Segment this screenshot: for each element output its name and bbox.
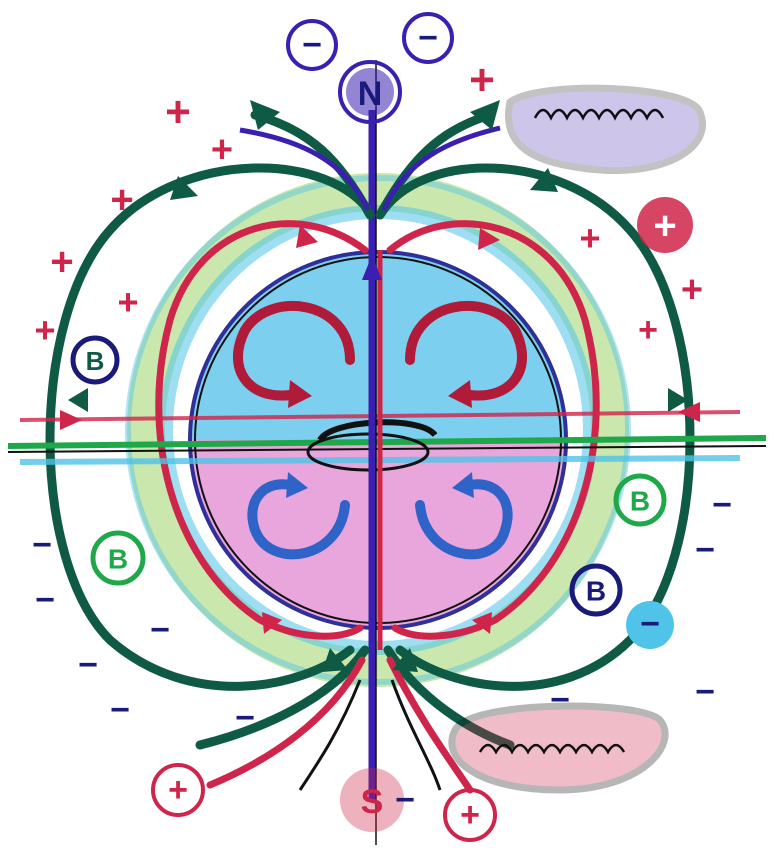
- svg-text:B: B: [108, 544, 128, 575]
- minus-mark: −: [32, 526, 52, 564]
- charge-bottom-left-label: +: [168, 771, 188, 809]
- north-pole-badge: N: [340, 62, 400, 122]
- minus-mark: −: [395, 781, 415, 819]
- plus-mark: +: [50, 240, 73, 284]
- svg-text:B: B: [630, 486, 650, 517]
- plus-mark: +: [681, 269, 703, 311]
- charge-right-badge-label: +: [653, 204, 676, 248]
- minus-mark: −: [150, 611, 170, 649]
- north-pole-label: N: [358, 75, 383, 113]
- b-badge-right-lower: B: [572, 566, 620, 614]
- red-arrow-icon: [60, 410, 82, 430]
- plus-mark: +: [110, 178, 133, 222]
- top-right-coil-pill: [508, 88, 702, 170]
- plus-mark: +: [34, 310, 55, 351]
- field-arrow-icon: [68, 388, 88, 412]
- south-pole-badge: S: [342, 770, 402, 830]
- b-badge-right-upper: B: [616, 476, 664, 524]
- svg-text:B: B: [86, 346, 105, 376]
- plus-mark: +: [469, 56, 495, 105]
- minus-mark: −: [550, 681, 570, 719]
- right-positive-badge: +: [637, 197, 693, 253]
- charge-top-right-label: −: [418, 19, 438, 57]
- minus-mark: −: [695, 673, 715, 711]
- b-badge-left-upper: B: [73, 338, 117, 382]
- plus-mark: +: [211, 129, 233, 171]
- b-badge-left-lower: B: [93, 533, 143, 583]
- minus-mark: −: [712, 486, 732, 524]
- south-pole-label: S: [361, 783, 384, 821]
- charge-right-minus-label: −: [640, 605, 660, 643]
- svg-text:B: B: [586, 576, 606, 607]
- plus-mark: +: [579, 218, 600, 259]
- minus-mark: −: [110, 691, 130, 729]
- minus-mark: −: [695, 531, 715, 569]
- plus-mark: +: [117, 282, 138, 323]
- charge-bottom-right-label: +: [460, 796, 480, 834]
- charge-top-left-label: −: [302, 26, 322, 64]
- plus-mark: +: [165, 88, 191, 137]
- minus-mark: −: [35, 581, 55, 619]
- minus-mark: −: [235, 699, 255, 737]
- right-negative-badge: −: [626, 601, 674, 649]
- plus-mark: +: [638, 311, 658, 349]
- field-arrow-icon: [470, 100, 500, 130]
- bottom-positive-badges: + +: [153, 765, 495, 840]
- minus-mark: −: [78, 646, 98, 684]
